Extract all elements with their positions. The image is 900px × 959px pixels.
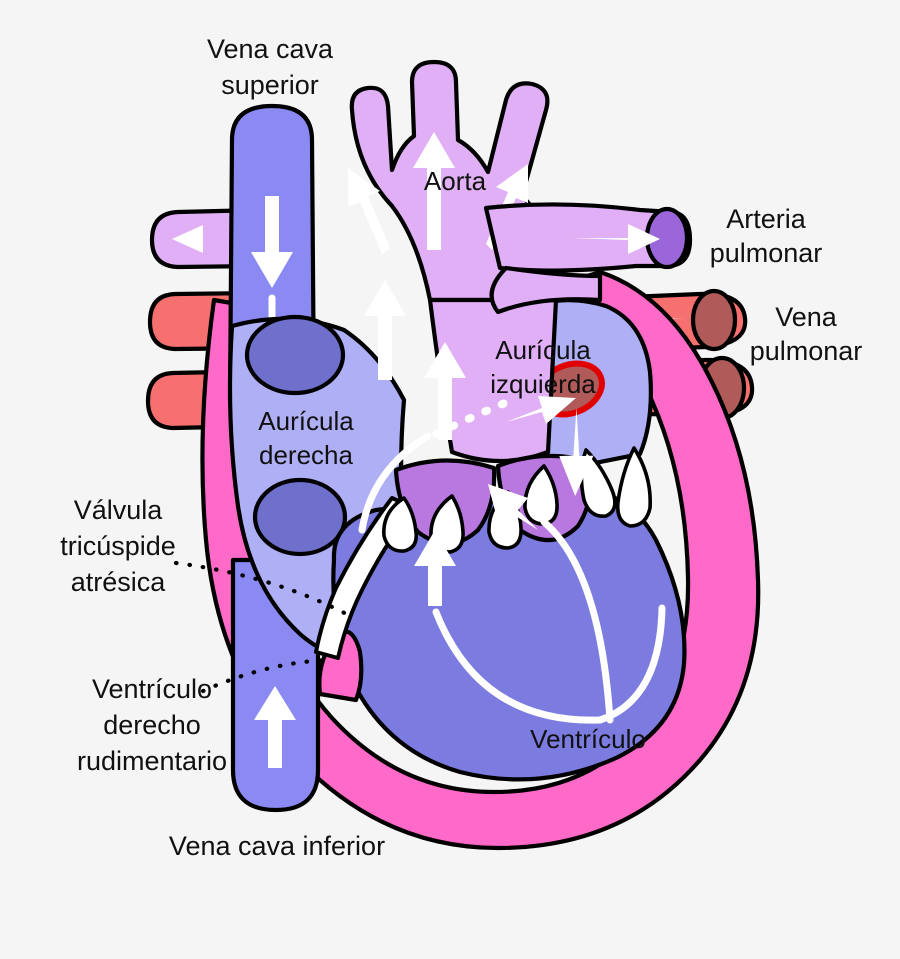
leader-valvula-tricuspide [173,560,355,620]
label-valvula-tricuspide-line3: atrésica [71,567,167,597]
label-vena-cava-superior-line2: superior [221,70,319,100]
label-vena-cava-inferior: Vena cava inferior [169,831,385,861]
label-ventriculo-derecho-line1: Ventrículo [92,674,212,704]
label-ventriculo: Ventrículo [530,724,646,754]
label-aorta: Aorta [424,166,487,196]
leader-ventriculo-derecho-rudimentario [200,657,333,694]
labels-layer: Vena cava superior Aorta Arteria pulmona… [60,34,862,861]
flechas-de-flujo [358,396,666,724]
label-vena-pulmonar-line2: pulmonar [750,336,863,366]
arteria-pulmonar [483,202,693,315]
label-vena-pulmonar-line1: Vena [775,302,838,332]
label-arteria-pulmonar-line2: pulmonar [710,238,823,268]
desembocadura-vena-cava-superior [244,314,346,396]
label-auricula-izquierda-line1: Aurícula [495,335,591,365]
label-ventriculo-derecho-line2: derecho [103,710,201,740]
label-auricula-izquierda-line2: izquierda [490,369,596,399]
label-valvula-tricuspide-line1: Válvula [74,495,164,525]
label-ventriculo-derecho-line3: rudimentario [77,746,227,776]
label-arteria-pulmonar-line1: Arteria [726,204,807,234]
label-valvula-tricuspide-line2: tricúspide [60,531,176,561]
label-vena-cava-superior-line1: Vena cava [207,34,334,64]
label-auricula-derecha-line2: derecha [259,440,353,470]
label-auricula-derecha-line1: Aurícula [258,406,354,436]
leader-lines [173,560,355,694]
desembocadura-vena-cava-inferior [252,477,348,557]
vena-pulmonar-superior-lumen [690,288,738,352]
